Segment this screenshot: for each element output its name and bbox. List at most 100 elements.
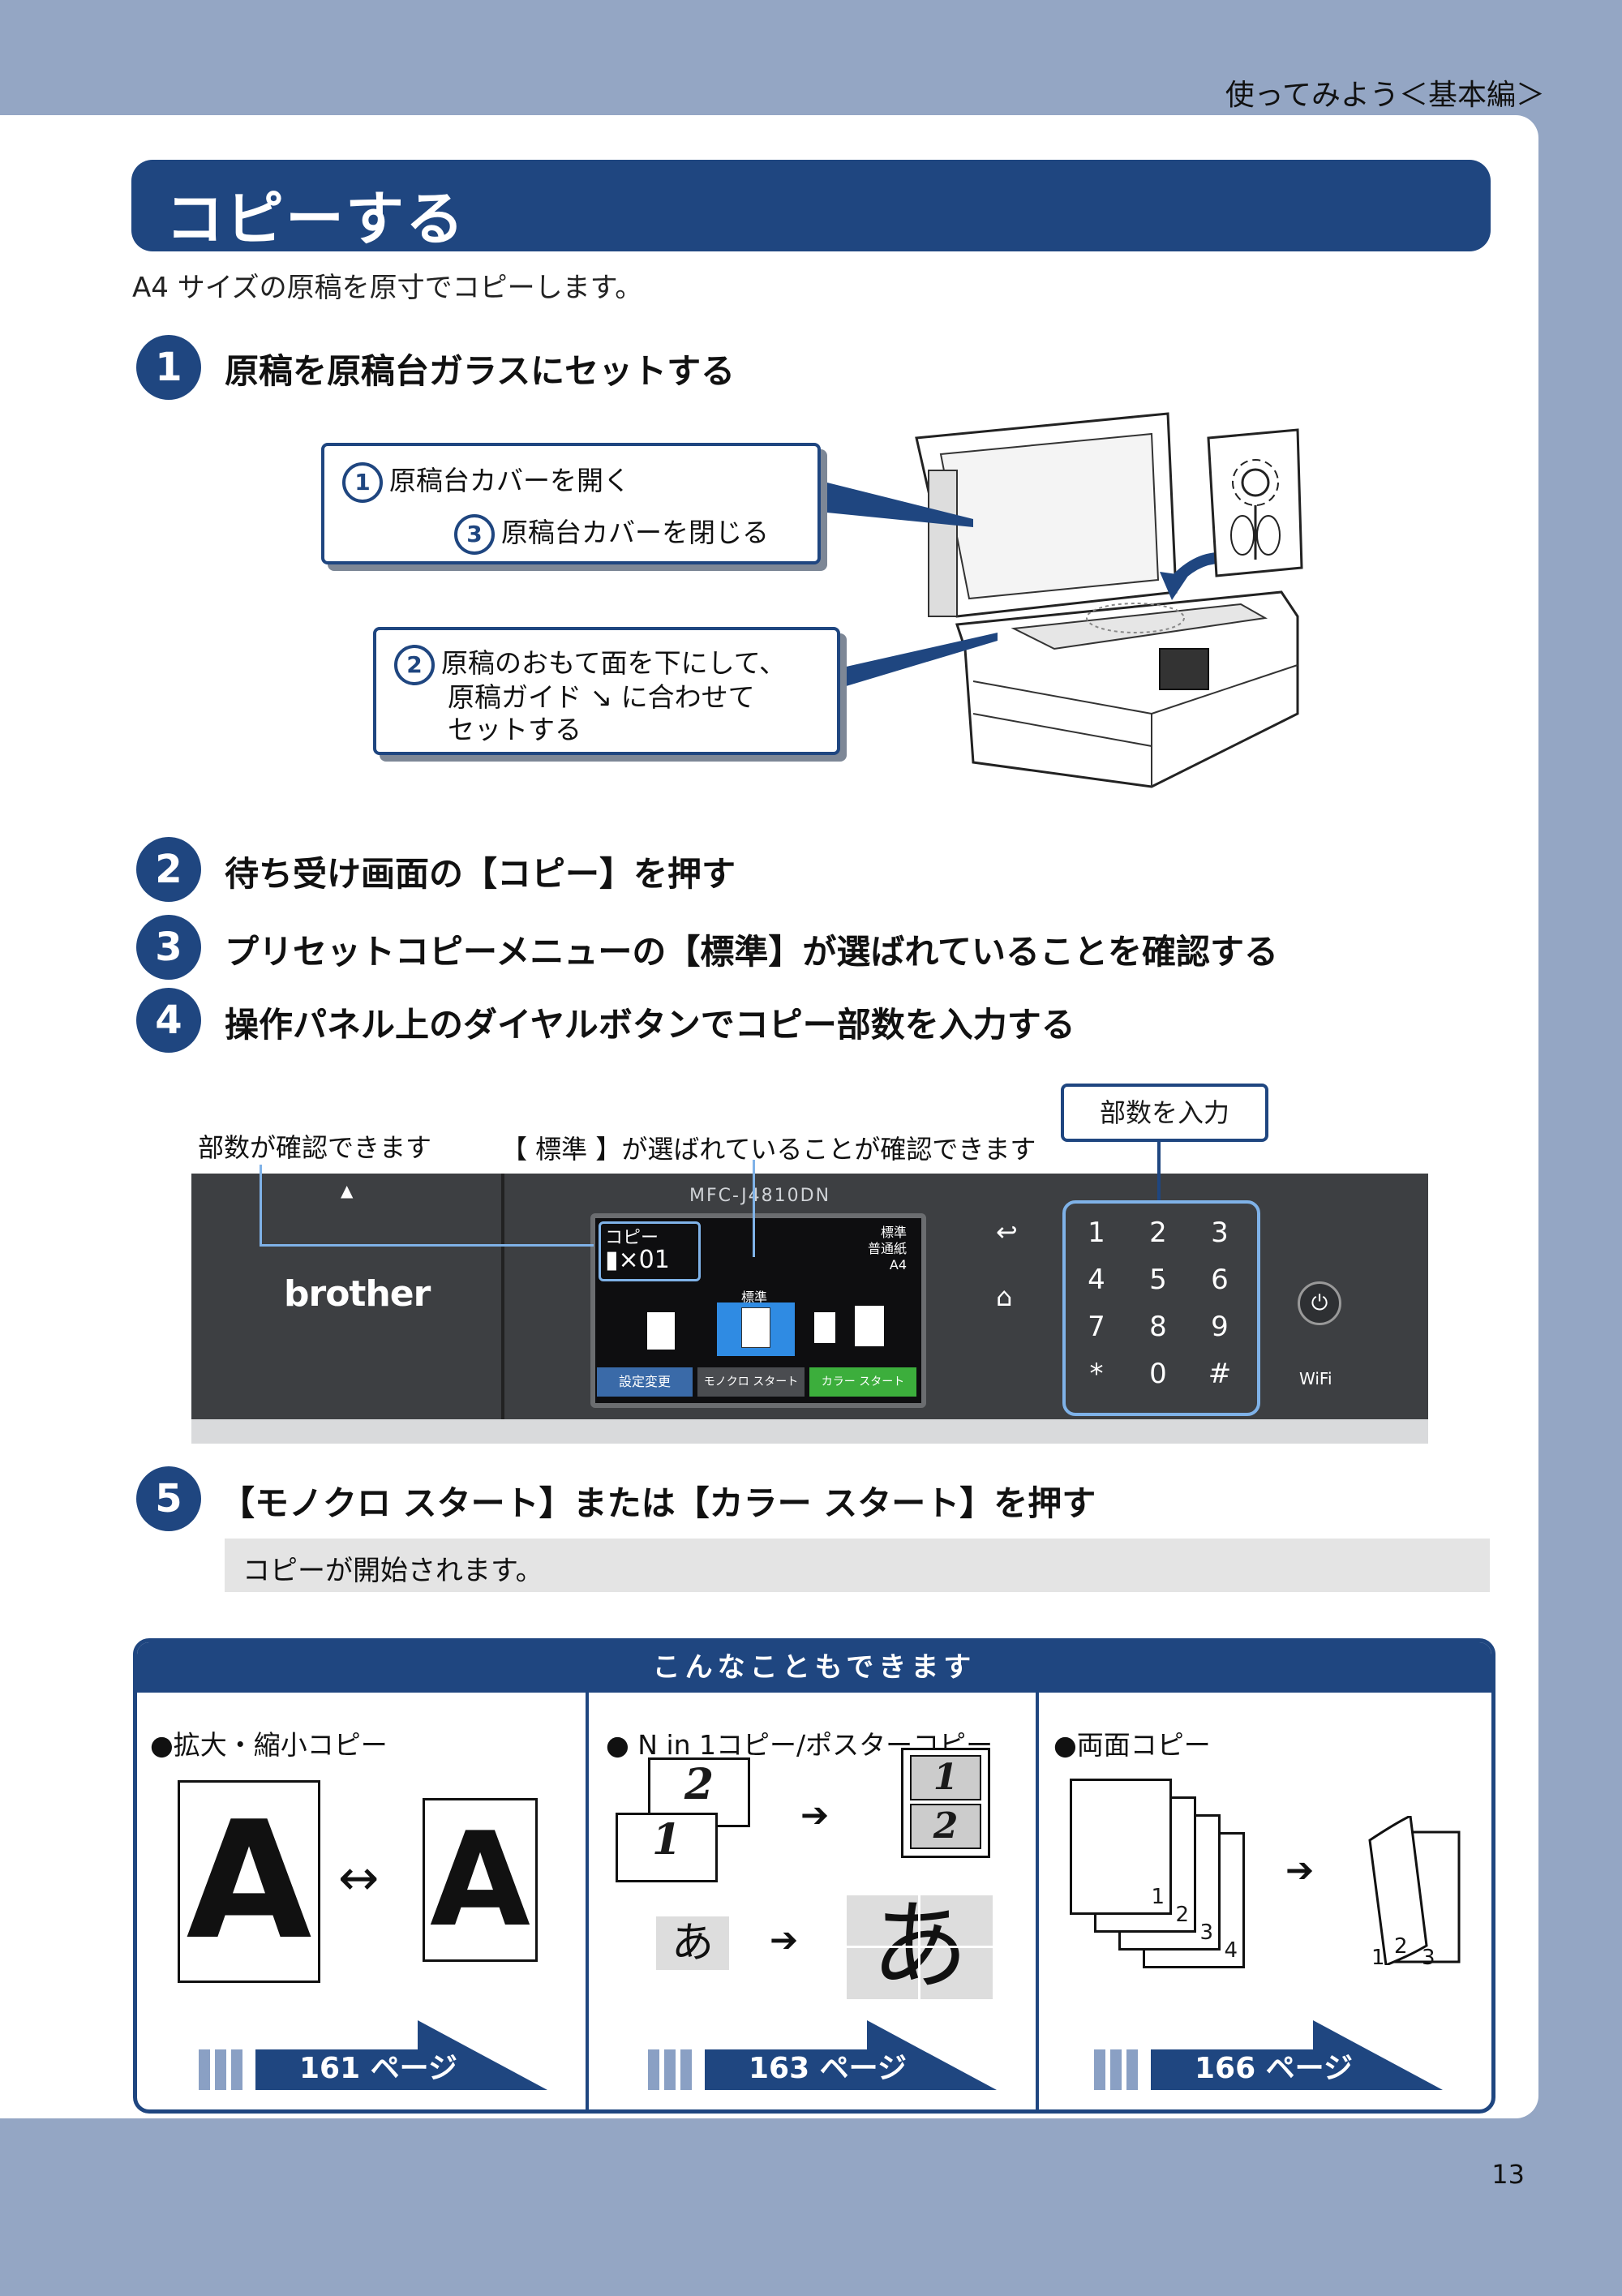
back-icon[interactable]: ↩ [996,1217,1018,1247]
two-way-arrow-icon: ↔ [338,1850,380,1907]
preset-duplex-icon[interactable] [855,1306,884,1346]
step-1-number: 1 [136,335,201,400]
section-header: 使ってみよう＜基本編＞ [1225,79,1545,112]
screen-settings-summary: 標準 普通紙 A4 [868,1225,907,1273]
duplex-page-1: 1 [1070,1779,1172,1915]
arrow-right-icon: ➔ [800,1795,830,1835]
leader-standard [753,1160,755,1257]
screen-size-label: A4 [889,1257,907,1272]
model-name: MFC-J4810DN [689,1186,831,1206]
screen-paper-label: 普通紙 [867,1241,907,1256]
label-standard-check: 【 標準 】が選ばれていることが確認できます [501,1134,1036,1165]
step-2-title: 待ち受け画面の【コピー】を押す [225,854,736,894]
step-4-title: 操作パネル上のダイヤルボタンでコピー部数を入力する [225,1005,1075,1045]
key-0[interactable]: 0 [1149,1358,1167,1390]
page-number: 13 [1491,2159,1525,2190]
small-a-page: A [423,1798,538,1962]
page-ref-163[interactable]: 163 ページ [648,2020,997,2090]
wifi-label: WiFi [1299,1369,1332,1388]
page-ref-bars [1094,2049,1138,2090]
key-7[interactable]: 7 [1088,1311,1105,1343]
step-1-title: 原稿を原稿台ガラスにセットする [225,351,736,391]
combined-cell-2: 2 [910,1804,981,1849]
preset-standard-tile[interactable] [717,1302,795,1356]
preset-photo-icon[interactable] [647,1312,675,1350]
label-enter-copies: 部数を入力 [1061,1084,1268,1142]
more-features-heading: こんなこともできます [137,1642,1491,1693]
callout-place-text3: セットする [448,714,581,745]
copy-page-icon: ▮ [605,1246,619,1274]
page-ref-163-label: 163 ページ [749,2052,907,2085]
callout-place-text1: 原稿のおもて面を下にして、 [441,647,787,679]
duplex-label-2: 2 [1175,1903,1189,1927]
page-ref-166-label: 166 ページ [1195,2052,1353,2085]
page-ref-arrow [705,2020,997,2090]
key-9[interactable]: 9 [1211,1311,1229,1343]
preset-2in1-icon[interactable] [814,1312,835,1343]
copy-count-highlight [599,1221,701,1281]
panel-bottom-strip [191,1419,1428,1444]
callout-place-text2: 原稿ガイド ↘ に合わせて [448,681,755,713]
step-4-number: 4 [136,988,201,1053]
dial-keypad-highlight [1062,1200,1260,1416]
key-3[interactable]: 3 [1211,1217,1229,1249]
document-icon [741,1307,770,1348]
power-icon[interactable]: ⏻ [1298,1281,1341,1325]
arrow-right-icon-2: ➔ [770,1920,799,1959]
key-1[interactable]: 1 [1088,1217,1105,1249]
key-8[interactable]: 8 [1149,1311,1167,1343]
duplex-label-3: 3 [1199,1920,1213,1945]
key-2[interactable]: 2 [1149,1217,1167,1249]
large-a-page: A [178,1780,320,1983]
step-2-number: 2 [136,837,201,902]
page-ref-arrow [255,2020,547,2090]
key-5[interactable]: 5 [1149,1264,1167,1296]
column-divider-1 [586,1693,589,2109]
page-ref-161-label: 161 ページ [299,2052,457,2085]
page-ref-161[interactable]: 161 ページ [199,2020,547,2090]
callout-leader-lines [811,479,998,689]
mono-start-button[interactable]: モノクロ スタート [697,1367,805,1397]
nin1-combined-page: 1 2 [901,1748,990,1858]
panel-up-indicator: ▲ [341,1181,354,1200]
callout-close-text: 原稿台カバーを閉じる [501,517,769,548]
touch-screen[interactable]: コピー ▮×01 標準 普通紙 A4 標準 設定変更 モノクロ スタート カラー… [590,1213,926,1408]
col-enlarge-title: ●拡大・縮小コピー [150,1729,388,1761]
leader-copies [260,1165,262,1246]
key-4[interactable]: 4 [1088,1264,1105,1296]
arrow-right-icon-3: ➔ [1285,1850,1315,1890]
key-hash[interactable]: # [1208,1358,1232,1390]
panel-divider [501,1174,504,1444]
color-start-button[interactable]: カラー スタート [809,1367,916,1397]
combined-cell-1: 1 [910,1755,981,1800]
duplex-result-label-3: 3 [1422,1946,1435,1970]
screen-copy-label: コピー [605,1228,659,1248]
page-title: コピーする [165,185,466,253]
circle-number-1: 1 [342,461,383,503]
screen-std-label: 標準 [880,1225,907,1240]
nin1-page-1: 1 [616,1813,718,1882]
home-icon[interactable]: ⌂ [996,1281,1013,1312]
step-5-note: コピーが開始されます。 [225,1539,1490,1592]
col-duplex-title: ●両面コピー [1053,1729,1211,1761]
title-bar: コピーする [131,160,1491,253]
step-3-number: 3 [136,915,201,980]
screen-copy-count: ▮×01 [605,1246,670,1274]
step-5-note-text: コピーが開始されます。 [242,1555,543,1587]
settings-button[interactable]: 設定変更 [597,1367,693,1397]
scanner-illustration [915,412,1303,788]
circle-number-3: 3 [454,513,495,555]
duplex-label-4: 4 [1224,1938,1238,1963]
key-6[interactable]: 6 [1211,1264,1229,1296]
poster-split-h [847,1946,993,1948]
page-ref-166[interactable]: 166 ページ [1094,2020,1443,2090]
key-star[interactable]: * [1089,1358,1104,1390]
intro-text: A4 サイズの原稿を原寸でコピーします。 [132,272,643,304]
column-divider-2 [1036,1693,1039,2109]
duplex-result-label-2: 2 [1394,1934,1408,1959]
page-ref-bars [648,2049,692,2090]
leader-input [1157,1139,1161,1200]
